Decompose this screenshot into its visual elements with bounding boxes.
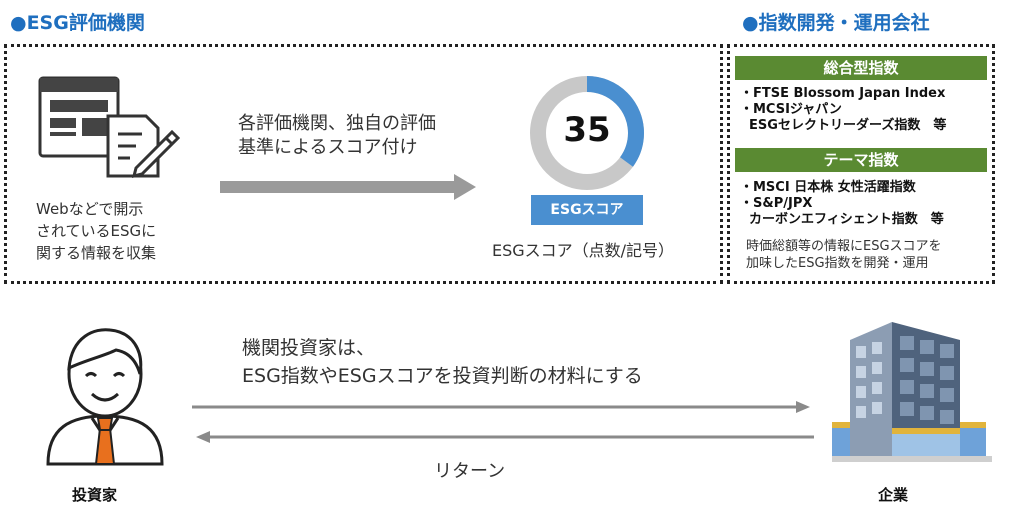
document-pen-icon: [38, 76, 180, 179]
note-line-1: 時価総額等の情報にESGスコアを: [746, 239, 942, 254]
message-line-1: 機関投資家は、: [242, 337, 376, 359]
comprehensive-index-header: 総合型指数: [735, 56, 987, 80]
index-item: ・MCSIジャパン: [740, 102, 842, 117]
score-value: 35: [563, 110, 611, 150]
collect-line-2: されているESGに: [36, 222, 157, 240]
esg-agency-box: [4, 44, 723, 284]
return-label: リターン: [434, 461, 506, 482]
score-caption: ESGスコア（点数/記号）: [492, 241, 675, 260]
scoring-process-text: 各評価機関、独自の評価 基準によるスコア付け: [238, 112, 436, 160]
index-item: ESGセレクトリーダーズ指数 等: [740, 118, 947, 133]
score-ring: [530, 76, 644, 190]
message-line-2: ESG指数やESGスコアを投資判断の材料にする: [242, 365, 643, 387]
investment-flow-arrows: [192, 401, 814, 443]
collect-line-1: Webなどで開示: [36, 200, 144, 218]
company-building-icon: [832, 322, 992, 462]
index-item: ・FTSE Blossom Japan Index: [740, 86, 946, 101]
investor-icon: [46, 328, 164, 466]
company-label: 企業: [878, 486, 909, 504]
index-item: カーボンエフィシェント指数 等: [740, 212, 944, 227]
collect-line-3: 関する情報を収集: [36, 244, 157, 262]
index-item: ・MSCI 日本株 女性活躍指数: [740, 180, 916, 195]
index-note: 時価総額等の情報にESGスコアを 加味したESG指数を開発・運用: [746, 238, 942, 272]
comprehensive-index-list: ・FTSE Blossom Japan Index ・MCSIジャパン ESGセ…: [740, 86, 946, 134]
scoring-arrow: [220, 174, 476, 200]
theme-index-list: ・MSCI 日本株 女性活躍指数 ・S&P/JPX カーボンエフィシェント指数 …: [740, 180, 944, 228]
theme-index-header: テーマ指数: [735, 148, 987, 172]
index-company-title: ●指数開発・運用会社: [742, 12, 930, 34]
process-line-2: 基準によるスコア付け: [238, 137, 418, 158]
esg-rating-agency-title: ●ESG評価機関: [10, 12, 145, 34]
collect-info-text: Webなどで開示 されているESGに 関する情報を収集: [36, 198, 156, 264]
investor-message: 機関投資家は、 ESG指数やESGスコアを投資判断の材料にする: [242, 334, 643, 390]
index-company-box: [727, 44, 995, 284]
investor-label: 投資家: [72, 486, 118, 504]
note-line-2: 加味したESG指数を開発・運用: [746, 256, 929, 271]
index-item: ・S&P/JPX: [740, 196, 813, 211]
process-line-1: 各評価機関、独自の評価: [238, 113, 436, 134]
esg-score-badge: ESGスコア: [531, 195, 643, 225]
